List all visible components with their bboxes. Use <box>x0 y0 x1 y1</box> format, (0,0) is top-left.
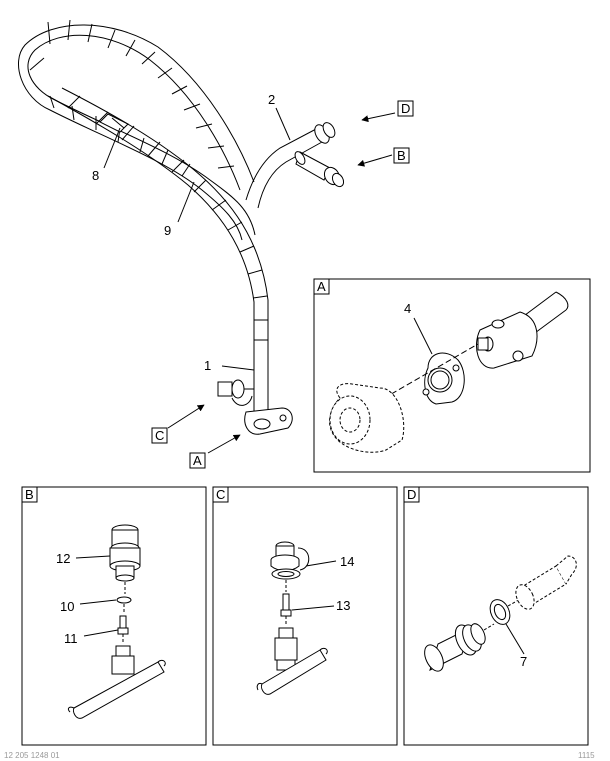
callout-8: 8 <box>92 168 99 183</box>
tube-end-d <box>424 623 486 672</box>
o-ring-7 <box>489 599 511 625</box>
detail-a-panel: A <box>313 278 591 473</box>
detail-a-letter: A <box>317 279 326 294</box>
detail-d-letter: D <box>407 487 416 502</box>
callout-14: 14 <box>340 554 354 569</box>
callout-13: 13 <box>336 598 350 613</box>
main-leaders <box>103 107 396 454</box>
valve-core-11 <box>117 615 129 635</box>
callout-9: 9 <box>164 223 171 238</box>
pressure-switch <box>294 151 345 188</box>
ghost-fitting-d <box>515 555 577 610</box>
view-box-d-main: D <box>397 100 414 117</box>
callout-11: 11 <box>64 631 78 646</box>
view-box-a-main: A <box>189 452 206 469</box>
callout-7: 7 <box>520 654 527 669</box>
dust-cap-14 <box>270 541 310 580</box>
main-hose-assembly <box>17 19 345 435</box>
pressure-switch-12 <box>109 524 141 582</box>
callout-1: 1 <box>204 358 211 373</box>
valve-core-13 <box>280 593 292 617</box>
detail-c-panel: C <box>212 486 398 746</box>
svg-text:C: C <box>155 428 164 443</box>
hose-8 <box>17 19 256 241</box>
svg-text:B: B <box>397 148 406 163</box>
callout-2: 2 <box>268 92 275 107</box>
o-ring-10 <box>116 596 132 604</box>
view-box-b-main: B <box>393 147 410 164</box>
hose-9 <box>47 87 269 360</box>
detail-b-panel: B <box>21 486 207 746</box>
dust-cap-fitting <box>217 379 254 406</box>
detail-c-letter: C <box>216 487 225 502</box>
callout-12: 12 <box>56 551 70 566</box>
callout-10: 10 <box>60 599 74 614</box>
svg-text:D: D <box>401 101 410 116</box>
port-fitting-b <box>67 645 166 719</box>
callout-4: 4 <box>404 301 411 316</box>
footer-revision: 1115 <box>578 751 595 760</box>
detail-b-letter: B <box>25 487 34 502</box>
footer-drawing-number: 12 205 1248 01 <box>4 751 60 760</box>
detail-d-panel: D <box>403 486 589 746</box>
port-fitting-c <box>256 627 328 695</box>
view-box-c-main: C <box>151 427 168 444</box>
tube-1 <box>244 360 293 435</box>
tube-2 <box>245 122 336 209</box>
svg-text:A: A <box>193 453 202 468</box>
